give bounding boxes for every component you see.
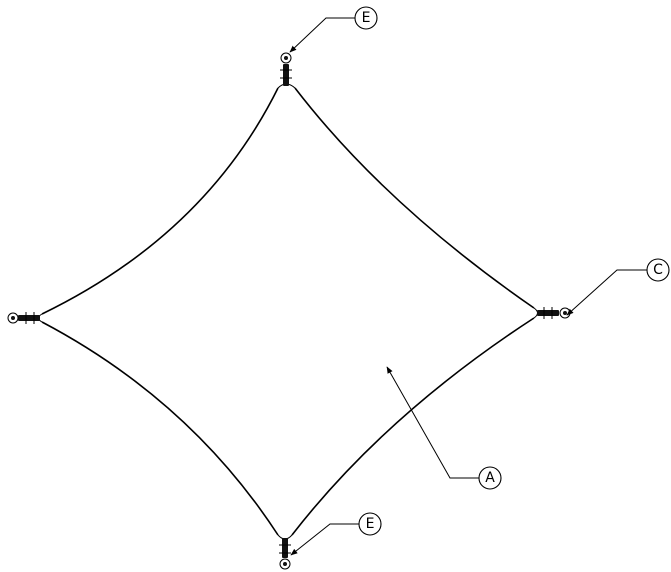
sail-edge-bottom-right xyxy=(291,317,535,536)
leader-line-e-bottom xyxy=(290,523,359,556)
callout-bubble-c-right xyxy=(646,258,670,282)
callout-letter-c-right: C xyxy=(653,262,663,278)
callout-letter-e-bottom: E xyxy=(366,516,375,532)
callout-letter-a-center: A xyxy=(485,470,495,486)
leader-line-e-top xyxy=(289,17,355,53)
sail-edge-top-left xyxy=(41,87,279,315)
callout-bubble-a-center xyxy=(478,466,502,490)
callout-bubble-e-bottom xyxy=(358,512,382,536)
corner-hardware-right xyxy=(533,307,571,319)
callout-c-right: C xyxy=(566,258,670,316)
leader-line-c-right xyxy=(566,269,647,316)
callout-letter-e-top: E xyxy=(362,10,371,26)
sail-edge-top-right xyxy=(294,87,535,309)
sail-outline xyxy=(41,87,535,536)
callout-a-center: A xyxy=(386,366,502,490)
callout-e-top: E xyxy=(289,6,378,53)
corner-hardware-left xyxy=(7,312,43,324)
callout-e-bottom: E xyxy=(290,512,382,556)
leader-line-a-center xyxy=(386,366,479,479)
corner-hardware-bottom xyxy=(277,534,293,570)
callout-bubble-e-top xyxy=(354,6,378,30)
sail-edge-bottom-left xyxy=(41,321,279,536)
corner-hardware-top xyxy=(277,52,296,89)
